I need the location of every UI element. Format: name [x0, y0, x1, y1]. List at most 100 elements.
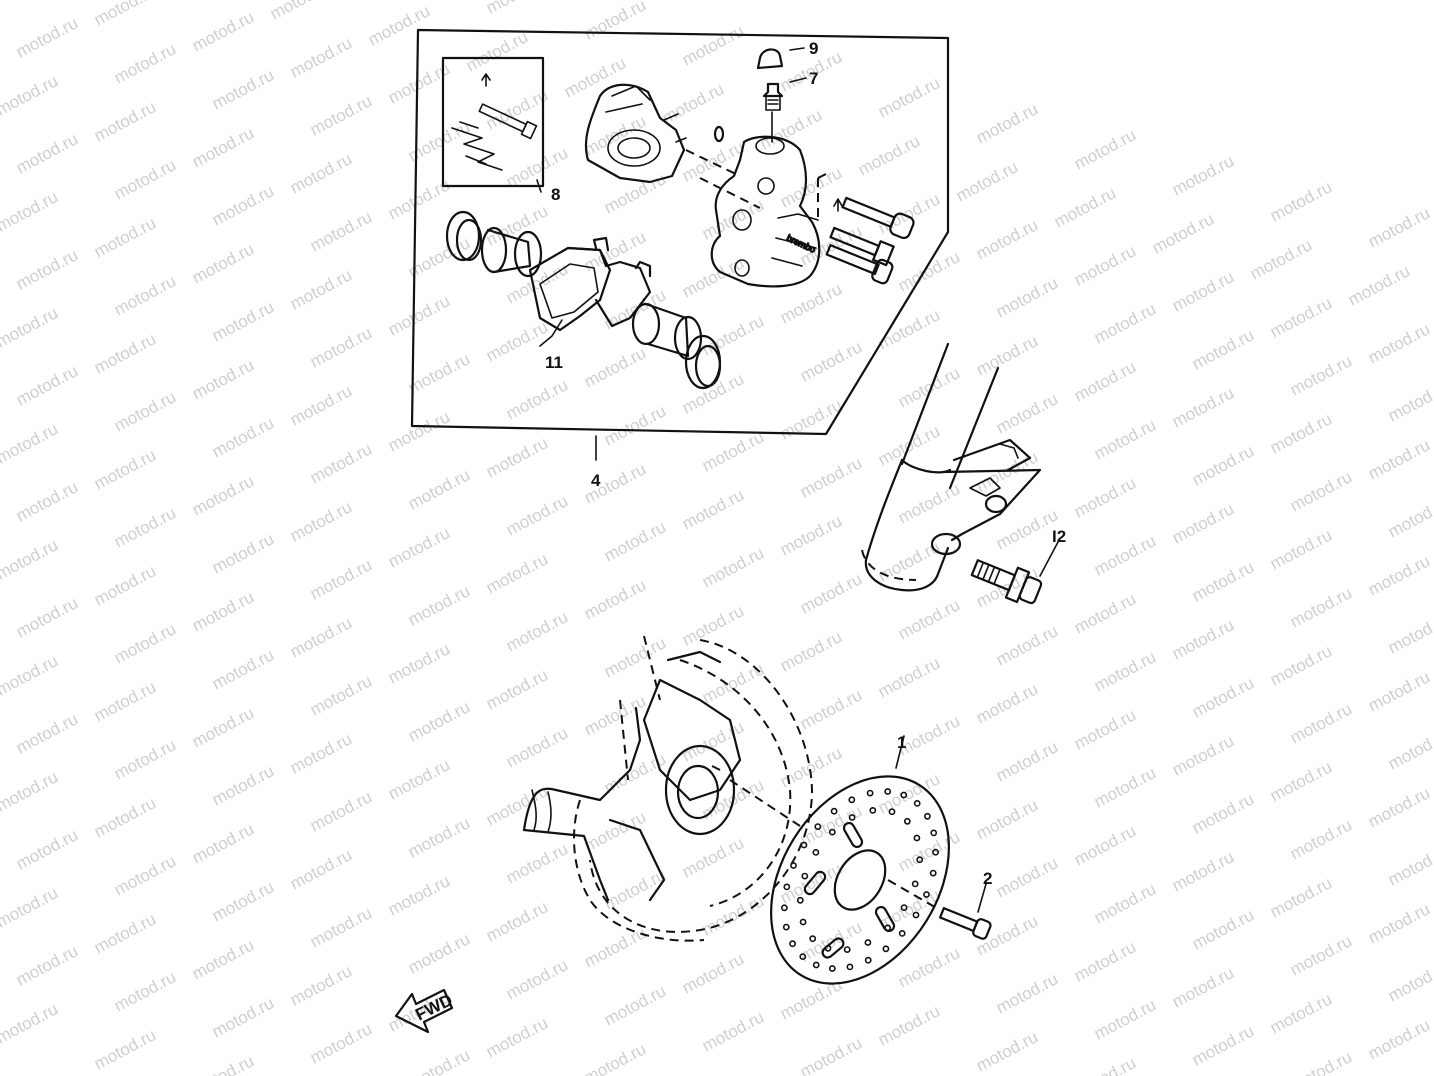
watermark-text: motod.ru	[1385, 957, 1434, 1005]
watermark-text: motod.ru	[1149, 209, 1217, 257]
watermark-text: motod.ru	[797, 801, 865, 849]
disc-hole	[782, 923, 790, 931]
watermark-text: motod.ru	[875, 305, 943, 353]
watermark-text: motod.ru	[659, 79, 727, 127]
watermark-text: motod.ru	[91, 445, 159, 493]
watermark-text: motod.ru	[875, 1001, 943, 1049]
watermark-text: motod.ru	[503, 143, 571, 191]
watermark-text: motod.ru	[209, 993, 277, 1041]
watermark-text: motod.ru	[875, 653, 943, 701]
watermark-text: motod.ru	[875, 73, 943, 121]
watermark-text: motod.ru	[561, 53, 629, 101]
watermark-text: motod.ru	[1365, 899, 1433, 947]
watermark-text: motod.ru	[1385, 609, 1434, 657]
watermark-text: motod.ru	[13, 593, 81, 641]
disc-hole	[916, 856, 924, 864]
watermark-text: motod.ru	[209, 65, 277, 113]
watermark-text: motod.ru	[1091, 879, 1159, 927]
watermark-text: motod.ru	[13, 245, 81, 293]
watermark-text: motod.ru	[1071, 821, 1139, 869]
watermark-text: motod.ru	[1365, 783, 1433, 831]
watermark-text: motod.ru	[1287, 467, 1355, 515]
watermark-text: motod.ru	[1071, 937, 1139, 985]
watermark-text: motod.ru	[1267, 409, 1335, 457]
watermark-text: motod.ru	[91, 329, 159, 377]
watermark-text: motod.ru	[385, 407, 453, 455]
watermark-text: motod.ru	[581, 575, 649, 623]
watermark-text: motod.ru	[483, 665, 551, 713]
watermark-text: motod.ru	[601, 517, 669, 565]
watermark-text: motod.ru	[1169, 499, 1237, 547]
watermark-text: motod.ru	[91, 793, 159, 841]
watermark-text: motod.ru	[111, 387, 179, 435]
pin-kit-inset	[441, 56, 545, 193]
watermark-text: motod.ru	[1385, 725, 1434, 773]
watermark-text: motod.ru	[1091, 995, 1159, 1043]
disc-hole	[898, 930, 906, 937]
disc-hole	[888, 808, 896, 816]
watermark-text: motod.ru	[1267, 525, 1335, 573]
watermark-text: motod.ru	[1365, 551, 1433, 599]
watermark-text: motod.ru	[1247, 235, 1315, 283]
disc-hole	[812, 849, 820, 856]
watermark-text: motod.ru	[1169, 383, 1237, 431]
disc-hole	[809, 935, 817, 943]
disc-hole	[864, 939, 872, 946]
watermark-text: motod.ru	[287, 729, 355, 777]
watermark-text: motod.ru	[797, 337, 865, 385]
watermark-text: motod.ru	[209, 877, 277, 925]
watermark-text: motod.ru	[405, 697, 473, 745]
watermark-text: motod.ru	[973, 679, 1041, 727]
watermark-text: motod.ru	[463, 27, 531, 75]
watermark-text: motod.ru	[111, 155, 179, 203]
watermark-text: motod.ru	[13, 709, 81, 757]
disc-hole	[848, 814, 856, 821]
callout-7: 7	[809, 69, 818, 88]
disc-hole	[790, 862, 797, 869]
watermark-text: motod.ru	[973, 99, 1041, 147]
watermark-text: motod.ru	[483, 0, 551, 18]
watermark-text: motod.ru	[0, 187, 61, 235]
watermark-text: motod.ru	[13, 13, 81, 61]
fork-leg	[861, 342, 1042, 592]
watermark-text: motod.ru	[993, 505, 1061, 553]
disc-hole	[929, 869, 937, 877]
watermark-text: motod.ru	[13, 941, 81, 989]
callout-2: 2	[983, 869, 992, 888]
disc-hole	[828, 965, 836, 972]
disc-hole	[796, 896, 804, 904]
watermark-text: motod.ru	[209, 413, 277, 461]
watermark-text: motod.ru	[973, 911, 1041, 959]
watermark-text: motod.ru	[953, 157, 1021, 205]
watermark-text: motod.ru	[1267, 757, 1335, 805]
disc-hole	[913, 834, 921, 842]
watermark-text: motod.ru	[503, 491, 571, 539]
watermark-text: motod.ru	[1189, 905, 1257, 953]
watermark-text: motod.ru	[699, 659, 767, 707]
watermark-text: motod.ru	[189, 239, 257, 287]
watermark-text: motod.ru	[757, 105, 825, 153]
watermark-text: motod.ru	[1267, 873, 1335, 921]
watermark-text: motod.ru	[189, 935, 257, 983]
watermark-text: motod.ru	[777, 511, 845, 559]
disc-hole	[843, 946, 851, 953]
watermark-text: motod.ru	[189, 471, 257, 519]
watermark-text: motod.ru	[895, 827, 963, 875]
disc-hole	[866, 789, 874, 797]
watermark-text: motod.ru	[993, 621, 1061, 669]
watermark-text: motod.ru	[1091, 299, 1159, 347]
watermark-text: motod.ru	[679, 21, 747, 69]
watermark-text: motod.ru	[1385, 493, 1434, 541]
watermark-text: motod.ru	[1287, 1047, 1355, 1076]
watermark-text: motod.ru	[209, 297, 277, 345]
watermark-text: motod.ru	[581, 1039, 649, 1076]
disc-hole	[932, 848, 939, 856]
callout-9: 9	[809, 39, 818, 58]
brake-pads	[528, 236, 652, 332]
watermark-text: motod.ru	[189, 355, 257, 403]
watermark-text: motod.ru	[1071, 473, 1139, 521]
watermark-text: motod.ru	[13, 477, 81, 525]
watermark-text: motod.ru	[797, 685, 865, 733]
watermark-text: motod.ru	[0, 883, 61, 931]
watermark-text: motod.ru	[1091, 415, 1159, 463]
